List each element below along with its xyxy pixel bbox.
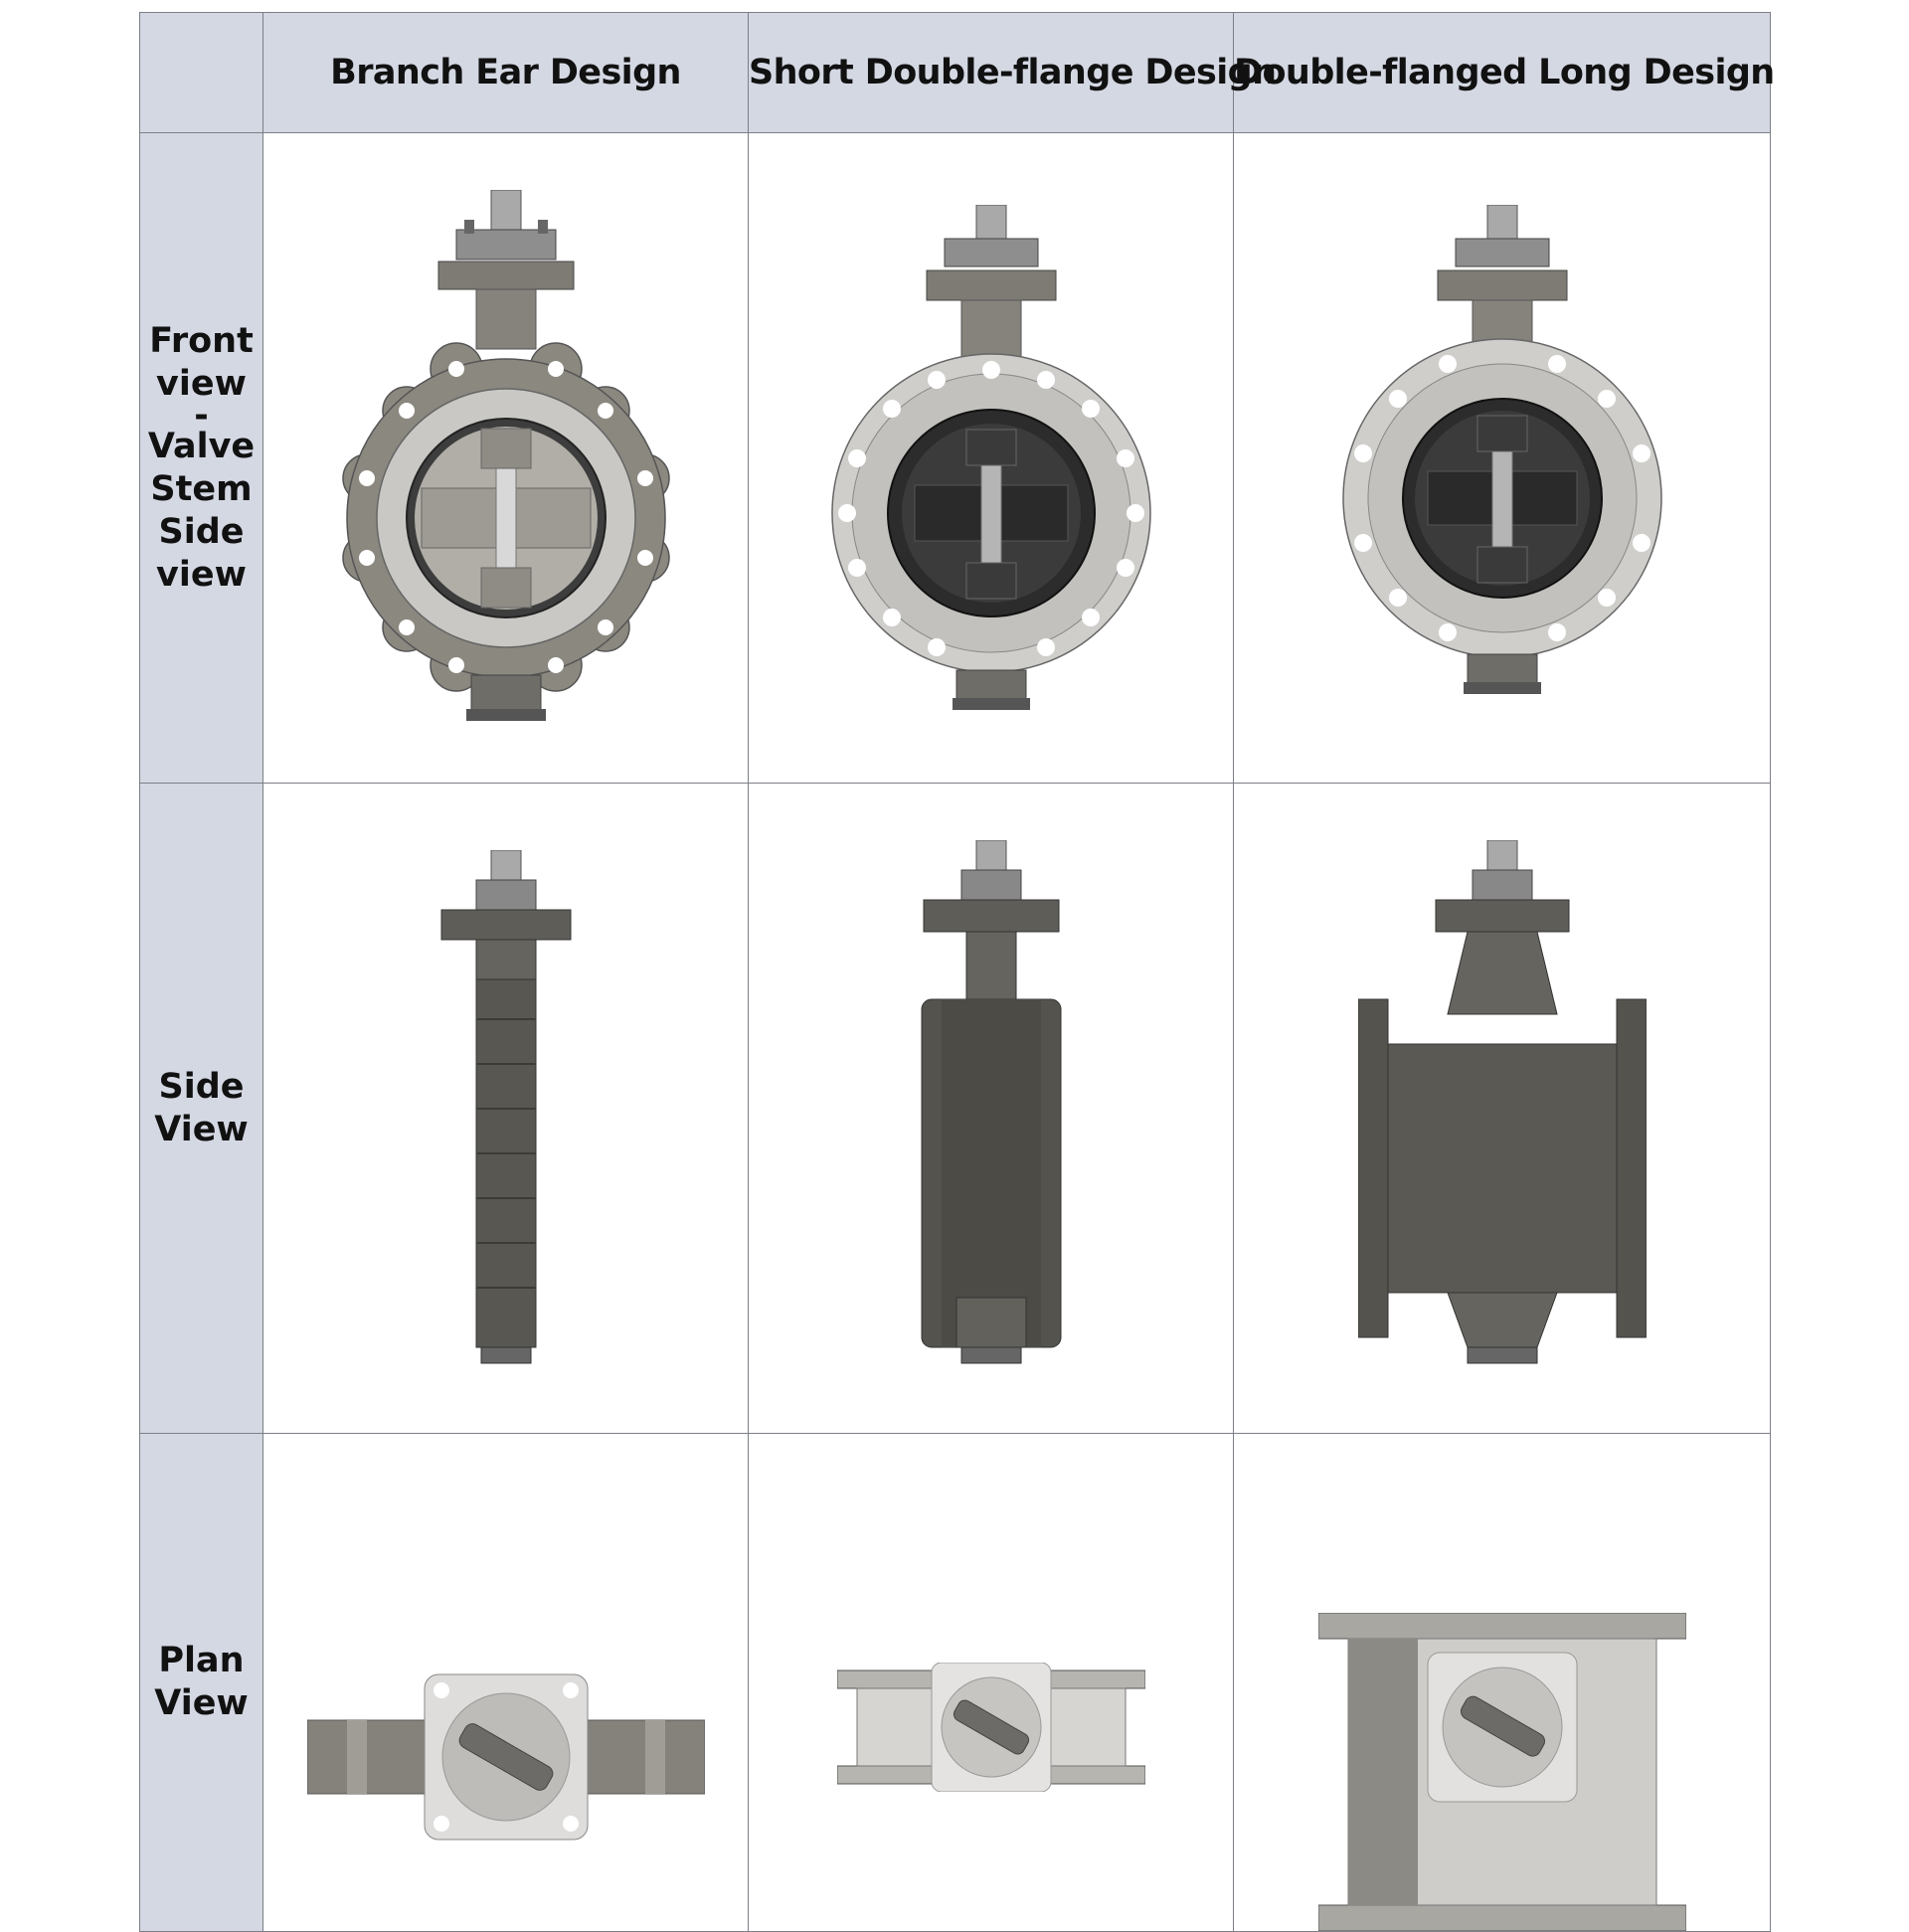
cell-plan-lug [262,1433,749,1932]
lug-valve-front-image [341,189,670,721]
cell-side-short [748,783,1234,1434]
valve-comparison-table: Branch Ear Design Short Double-flange De… [139,12,1775,1932]
cell-side-lug [262,783,749,1434]
cell-plan-long [1233,1433,1771,1932]
header-double-flanged-long: Double-flanged Long Design [1233,12,1775,133]
row-side-view: Side View [139,783,1771,1434]
long-flange-valve-front-image [1341,204,1662,694]
row-label-front-view: Front view - Valve Stem Side view [139,132,263,784]
row-front-view: Front view - Valve Stem Side view [139,132,1771,784]
short-flange-valve-side-image [921,839,1061,1363]
lug-valve-plan-image [306,1673,705,1841]
long-flange-valve-plan-image [1317,1613,1686,1931]
cell-front-long [1233,132,1771,784]
lug-valve-side-image [440,849,571,1363]
cell-plan-short [748,1433,1234,1932]
short-flange-valve-front-image [830,204,1151,710]
row-plan-view: Plan View [139,1433,1771,1932]
short-flange-valve-plan-image [836,1663,1145,1792]
cell-side-long [1233,783,1771,1434]
row-label-side-view: Side View [139,783,263,1434]
header-row: Branch Ear Design Short Double-flange De… [139,12,1775,133]
header-corner-cell [139,12,263,133]
long-flange-valve-side-image [1357,839,1647,1363]
header-short-double-flange: Short Double-flange Design [748,12,1277,133]
header-branch-ear: Branch Ear Design [262,12,749,133]
cell-front-lug [262,132,749,784]
cell-front-short [748,132,1234,784]
row-label-plan-view: Plan View [139,1433,263,1932]
